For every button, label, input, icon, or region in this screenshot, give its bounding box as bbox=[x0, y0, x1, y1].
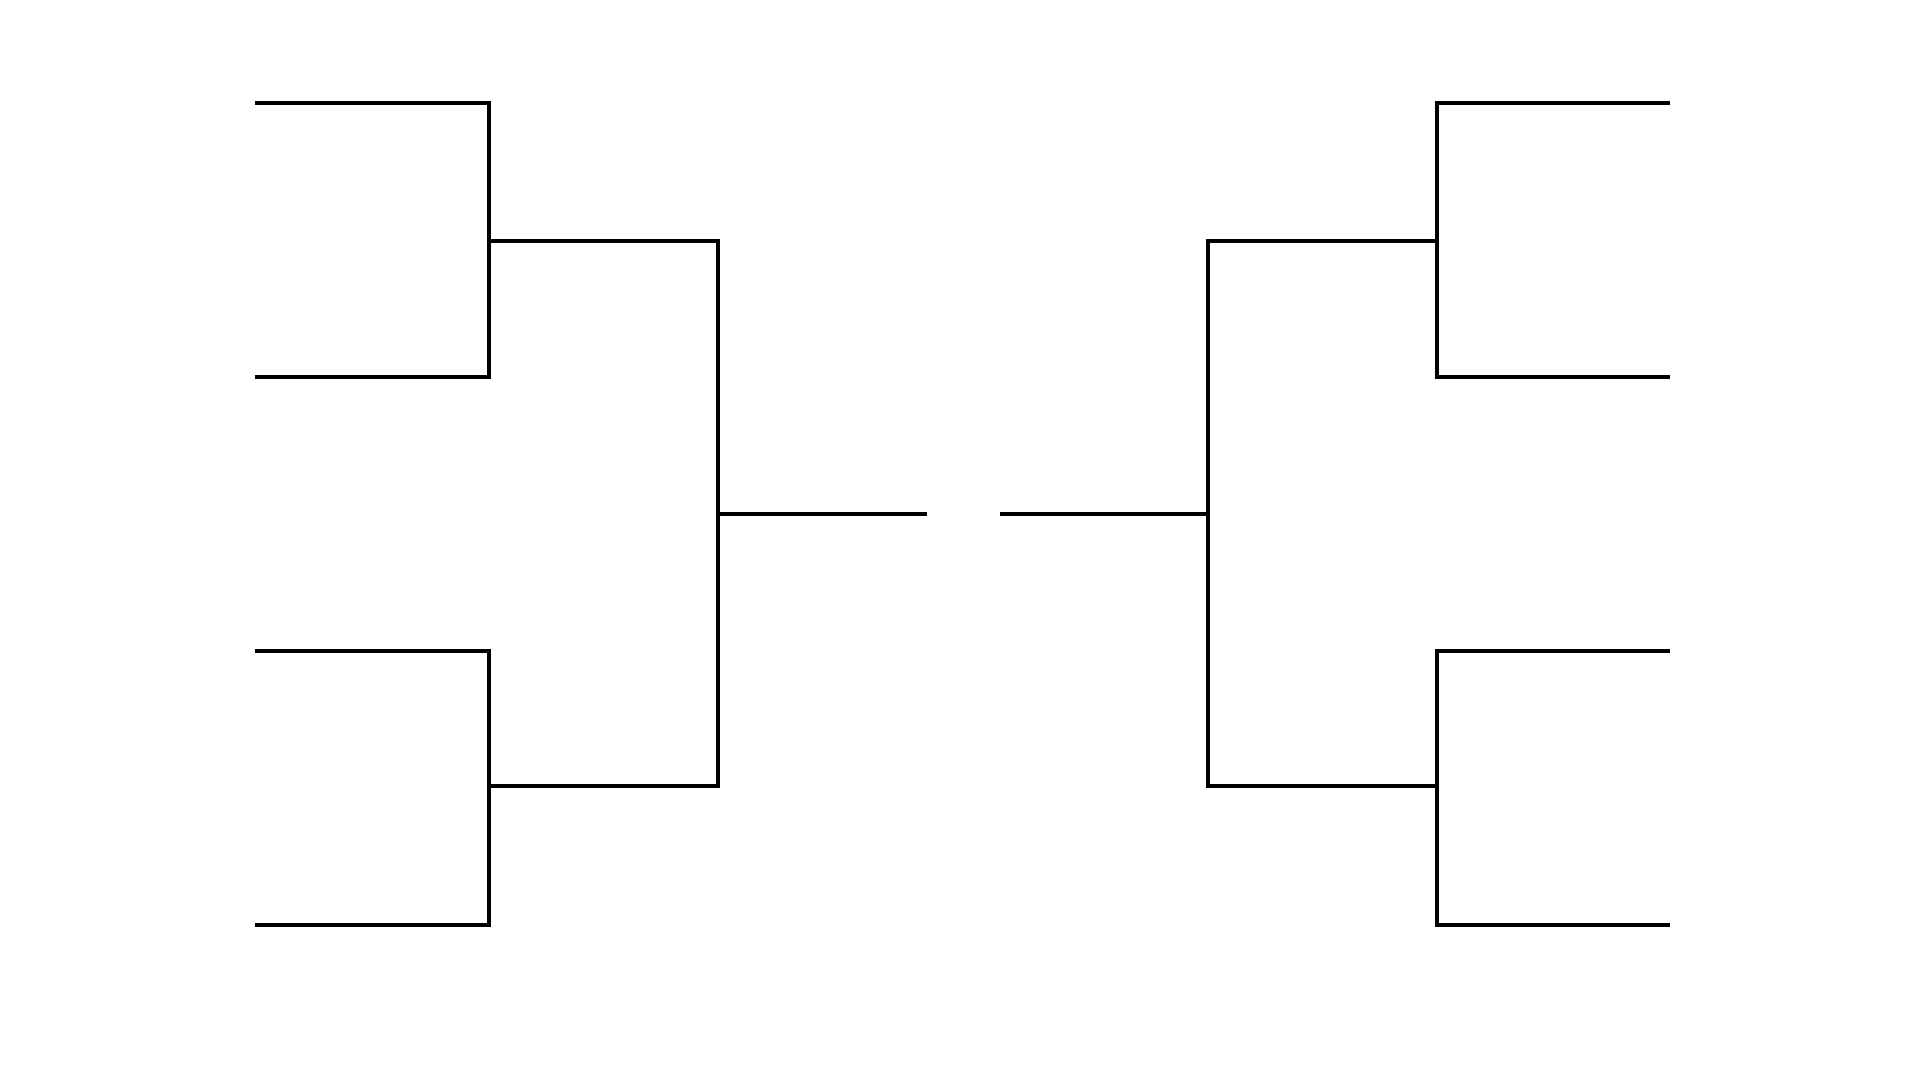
right-bracket-half bbox=[1000, 101, 1670, 927]
left-bracket-half bbox=[255, 101, 927, 927]
